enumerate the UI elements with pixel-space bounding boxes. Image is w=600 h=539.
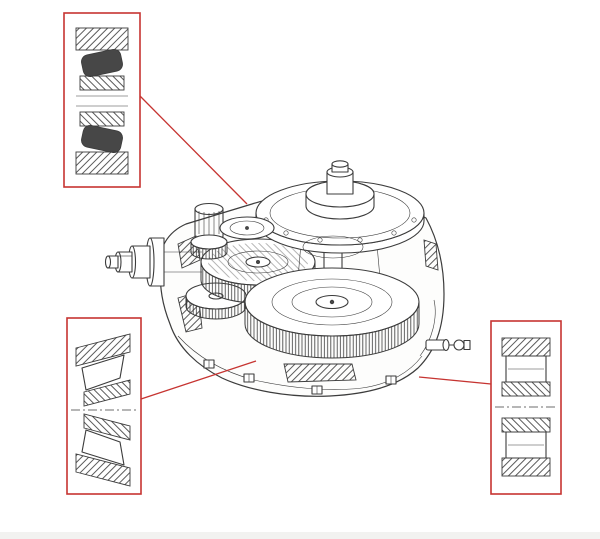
leader-lines (139, 95, 492, 400)
pinion-spline-shaft (190, 202, 228, 260)
input-shaft (104, 237, 165, 287)
breather-fitting (425, 338, 471, 352)
housing-rib (419, 299, 436, 357)
leader-line-spherical (139, 95, 248, 205)
cylindrical-roller-bearing-drawing (495, 337, 557, 477)
callout-tapered-roller-bearing (66, 317, 142, 495)
round-cover (219, 216, 275, 240)
callout-spherical-roller-bearing (63, 12, 141, 188)
housing-foot-flange (177, 299, 436, 395)
leader-line-tapered (140, 360, 257, 400)
spherical-roller-bearing-drawing (75, 27, 129, 175)
bearing-seat (302, 235, 364, 259)
callout-cylindrical-roller-bearing (490, 320, 562, 495)
tapered-roller-bearing-drawing (71, 333, 137, 487)
foot-bolt-tabs (203, 359, 397, 395)
top-cover-flange (255, 160, 425, 259)
large-helical-gear (244, 267, 420, 359)
leader-line-cylindrical (418, 376, 492, 385)
scan-edge (0, 532, 600, 539)
spline-lines (198, 211, 220, 237)
gearbox-cutaway (104, 160, 471, 397)
